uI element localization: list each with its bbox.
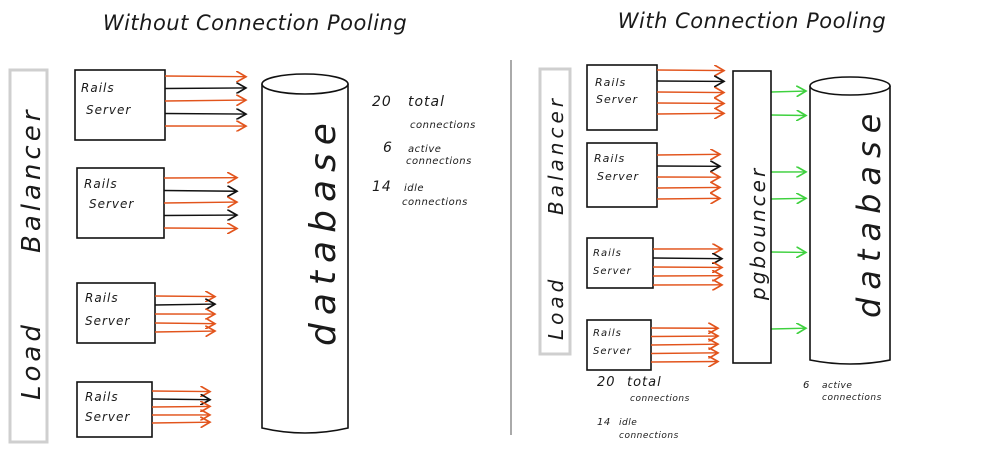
left-server-2: Rails Server — [77, 168, 164, 238]
pool-connection-arrow — [771, 198, 806, 199]
idle-connection-arrow — [165, 76, 246, 77]
left-server-1: Rails Server — [75, 70, 165, 140]
server-label-line2: Server — [85, 410, 130, 424]
server-label-line1: Rails — [593, 328, 622, 339]
idle-connection-arrow — [155, 323, 215, 324]
right-connections — [651, 70, 806, 362]
pool-connection-arrow — [771, 115, 806, 116]
active-connection-arrow — [155, 304, 215, 305]
active-connection-arrow — [165, 114, 246, 115]
idle-connection-arrow — [152, 406, 210, 407]
right-notes: 20 total connections 14 idle connections… — [597, 375, 882, 441]
left-note-active-word: active — [408, 144, 441, 155]
server-label-line1: Rails — [84, 177, 118, 191]
active-connection-arrow — [152, 399, 210, 400]
idle-connection-arrow — [657, 113, 724, 114]
database-cylinder-top — [262, 74, 348, 94]
right-note-active-count: 6 — [803, 380, 810, 391]
left-title: Without Connection Pooling — [103, 11, 407, 35]
database-cylinder-top — [810, 77, 890, 95]
server-label-line1: Rails — [85, 390, 119, 404]
right-load-balancer-word-bottom: Load — [544, 276, 568, 340]
pool-connection-arrow — [771, 328, 806, 329]
server-box — [587, 238, 653, 288]
left-note-idle-count: 14 — [372, 179, 392, 195]
server-label-line2: Server — [89, 197, 134, 211]
server-label-line2: Server — [593, 346, 632, 357]
right-note-idle-count: 14 — [597, 417, 611, 428]
server-label-line2: Server — [85, 314, 130, 328]
server-label-line1: Rails — [593, 248, 622, 259]
left-load-balancer-word-bottom: Load — [17, 321, 47, 400]
left-database-label: database — [303, 115, 344, 346]
idle-connection-arrow — [651, 344, 718, 345]
active-connection-arrow — [164, 191, 237, 192]
server-label-line2: Server — [597, 170, 640, 183]
pool-connection-arrow — [771, 91, 806, 92]
right-note-total-word: total — [627, 375, 662, 390]
left-notes: 20 total connections 6 active connection… — [372, 94, 476, 208]
idle-connection-arrow — [657, 92, 724, 93]
right-note-idle-word: idle — [619, 418, 637, 428]
left-note-active-count: 6 — [383, 140, 393, 156]
idle-connection-arrow — [165, 100, 246, 101]
left-note-total-count: 20 — [372, 94, 392, 110]
right-title: With Connection Pooling — [618, 9, 886, 33]
idle-connection-arrow — [651, 361, 718, 362]
right-server-2: Rails Server — [587, 143, 657, 207]
left-connections — [152, 76, 246, 423]
left-note-total-word: total — [408, 94, 445, 110]
left-server-3: Rails Server — [77, 283, 155, 343]
right-load-balancer-word-top: Balancer — [544, 95, 568, 215]
right-note-active-word: active — [822, 381, 852, 391]
left-server-4: Rails Server — [77, 382, 152, 437]
server-label-line2: Server — [596, 93, 639, 106]
left-load-balancer: Load Balancer — [10, 70, 47, 442]
idle-connection-arrow — [152, 422, 210, 423]
right-server-4: Rails Server — [587, 320, 651, 370]
right-pgbouncer-label: pgbouncer — [746, 166, 770, 301]
server-label-line1: Rails — [85, 291, 119, 305]
idle-connection-arrow — [155, 296, 215, 297]
right-panel: With Connection Pooling Load Balancer Ra… — [540, 9, 890, 441]
server-label-line1: Rails — [594, 152, 625, 165]
right-pgbouncer: pgbouncer — [733, 71, 771, 363]
left-note-active-line2: connections — [406, 156, 472, 167]
right-note-idle-line2: connections — [619, 431, 679, 441]
right-database-label: database — [850, 106, 888, 318]
idle-connection-arrow — [657, 70, 724, 71]
right-server-1: Rails Server — [587, 65, 657, 130]
server-label-line1: Rails — [595, 76, 626, 89]
left-note-idle-word: idle — [404, 183, 424, 194]
idle-connection-arrow — [657, 154, 720, 155]
left-note-total-line2: connections — [410, 120, 476, 131]
right-server-3: Rails Server — [587, 238, 653, 288]
idle-connection-arrow — [152, 391, 210, 392]
right-note-total-count: 20 — [597, 375, 616, 390]
active-connection-arrow — [653, 258, 722, 259]
left-load-balancer-word-top: Balancer — [17, 107, 47, 253]
right-note-total-line2: connections — [630, 394, 690, 404]
server-label-line2: Server — [593, 266, 632, 277]
idle-connection-arrow — [657, 198, 720, 199]
right-database: database — [810, 77, 890, 364]
idle-connection-arrow — [657, 187, 720, 188]
left-panel: Without Connection Pooling Load Balancer… — [10, 11, 476, 442]
right-note-active-line2: connections — [822, 393, 882, 403]
server-label-line2: Server — [86, 103, 131, 117]
active-connection-arrow — [165, 88, 246, 89]
left-database: database — [262, 74, 348, 433]
server-label-line1: Rails — [81, 81, 115, 95]
right-load-balancer: Load Balancer — [540, 69, 570, 354]
idle-connection-arrow — [651, 353, 718, 354]
idle-connection-arrow — [164, 202, 237, 203]
idle-connection-arrow — [155, 331, 215, 332]
left-note-idle-line2: connections — [402, 197, 468, 208]
